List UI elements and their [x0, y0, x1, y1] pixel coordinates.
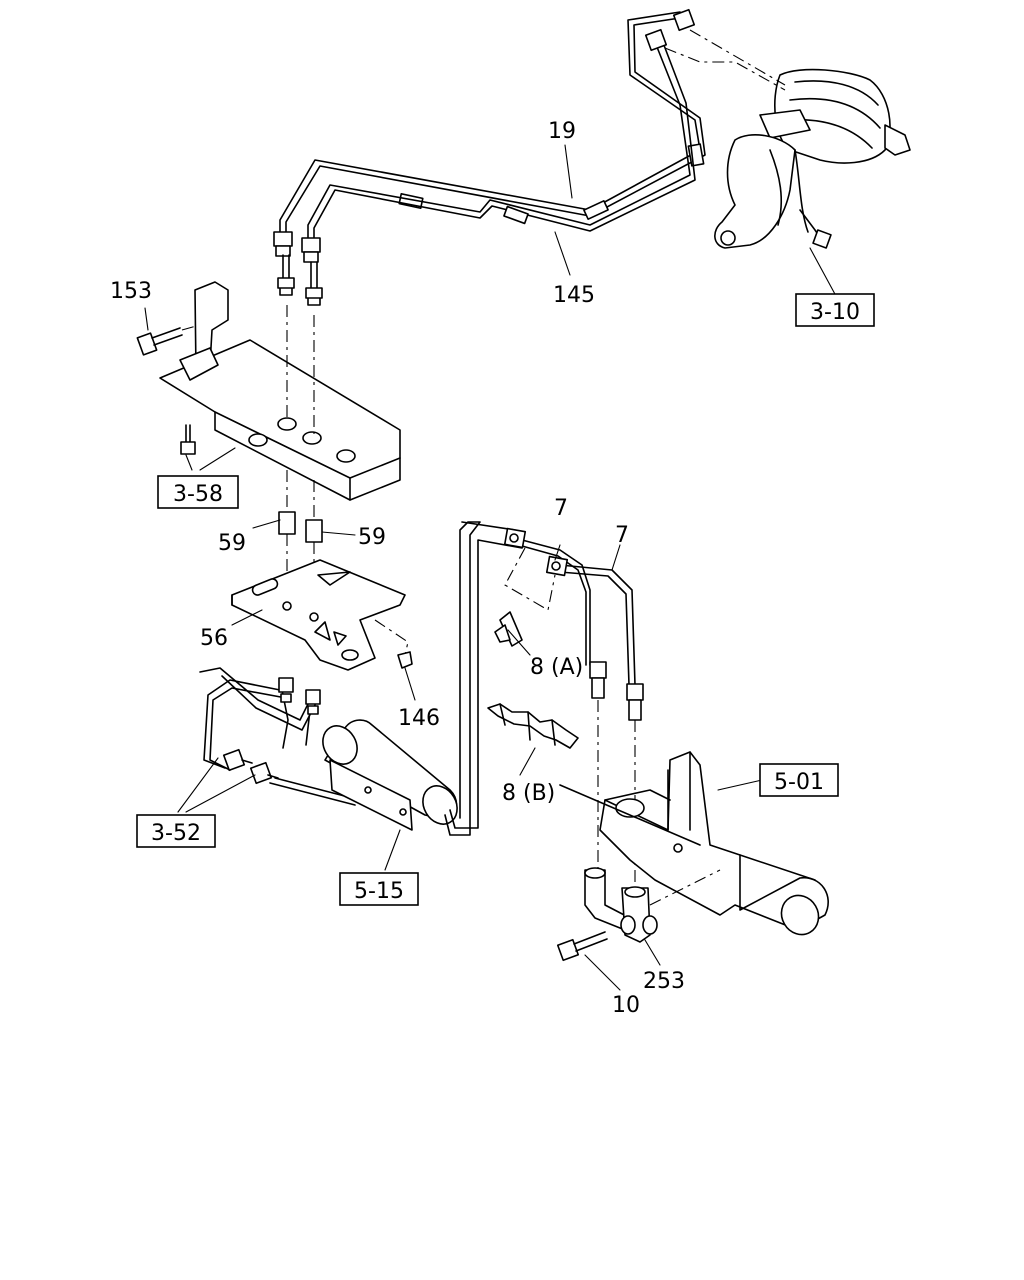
callout-59-right: 59: [358, 525, 386, 550]
callout-19: 19: [548, 119, 576, 144]
callout-8a: 8 (A): [530, 655, 583, 680]
bolt-10: [556, 931, 608, 962]
flare-nut-fittings-top: [273, 8, 696, 306]
crossmember-5-15: [322, 521, 523, 836]
svg-text:3-58: 3-58: [173, 482, 223, 507]
reference-boxes: 3-10 3-58 3-52 5-15 5-01: [136, 293, 875, 906]
clip-8b: [487, 703, 579, 749]
callout-7-left: 7: [554, 496, 568, 521]
ref-box-3-10: 3-10: [795, 293, 875, 327]
leader-lines: [144, 144, 837, 991]
three-way-joint-253: [584, 867, 721, 943]
ref-box-3-52: 3-52: [136, 814, 216, 848]
ref-box-5-15: 5-15: [339, 872, 419, 906]
svg-text:3-10: 3-10: [810, 300, 860, 325]
ref-box-3-58: 3-58: [157, 475, 239, 509]
callout-7-right: 7: [615, 523, 629, 548]
callout-253: 253: [643, 969, 685, 994]
svg-text:5-15: 5-15: [354, 879, 404, 904]
callout-145: 145: [553, 283, 595, 308]
part-callouts: 19 145 153 59 59 56 146 7 7 8 (A) 8 (B) …: [110, 119, 685, 1018]
svg-text:3-52: 3-52: [151, 821, 201, 846]
frame-rail-5-01: [559, 751, 829, 936]
callout-153: 153: [110, 279, 152, 304]
master-cylinder-assembly: [664, 29, 911, 249]
callout-10: 10: [612, 993, 640, 1018]
callout-56: 56: [200, 626, 228, 651]
clip-8a: [494, 547, 556, 647]
callout-59-left: 59: [218, 531, 246, 556]
callout-146: 146: [398, 706, 440, 731]
brake-pipe-145: [307, 39, 696, 243]
clip-146: [397, 651, 413, 669]
bracket-mount-3-58: [159, 281, 401, 501]
bracket-56: [231, 559, 409, 671]
ref-box-5-01: 5-01: [759, 763, 839, 797]
bolt-153: [136, 317, 226, 356]
svg-text:5-01: 5-01: [774, 770, 824, 795]
pipe-assembly-3-52: [199, 667, 361, 806]
callout-8b: 8 (B): [502, 781, 555, 806]
brake-pipe-19: [279, 11, 706, 236]
brake-pipe-7-pair: [503, 527, 644, 890]
